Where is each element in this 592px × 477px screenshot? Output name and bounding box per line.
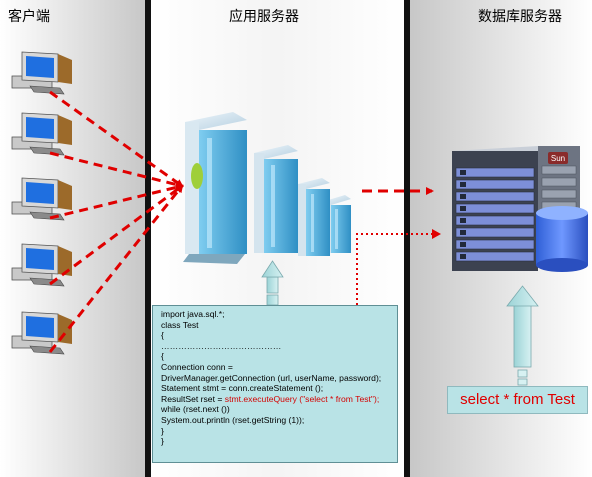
query-trace-arrow [356, 233, 436, 395]
client-computer-icon [11, 112, 72, 156]
code-line: Connection conn = [161, 361, 233, 372]
code-line: class Test [161, 319, 199, 330]
client-computer-icon [11, 177, 72, 221]
rack-slot [455, 167, 535, 178]
client-request-arrow [49, 90, 184, 188]
code-line: { [161, 351, 164, 362]
app-server-header: 应用服务器 [229, 9, 299, 25]
client-request-arrow [49, 184, 184, 286]
rack-slot [455, 191, 535, 202]
client-request-arrow [49, 183, 184, 220]
client-header: 客户端 [8, 9, 50, 25]
code-line-resultset: ResultSet rset = stmt.executeQuery ("sel… [161, 394, 397, 405]
code-line: Statement stmt = conn.createStatement ()… [161, 383, 324, 394]
code-line: } [161, 425, 164, 436]
sun-logo-icon [548, 152, 568, 164]
client-request-arrow [48, 184, 184, 353]
db-server-header: 数据库服务器 [478, 9, 562, 25]
rack-slot [455, 239, 535, 250]
code-line: { [161, 330, 164, 341]
client-computers [11, 51, 72, 355]
sql-to-db-arrow [506, 285, 539, 386]
right-divider [404, 0, 410, 477]
rack-slot [455, 227, 535, 238]
client-computer-icon [11, 243, 72, 287]
query-trace-arrowhead [432, 229, 441, 239]
code-line: } [161, 436, 164, 447]
client-computer-icon [11, 51, 72, 95]
client-request-arrow [49, 151, 184, 189]
rack-slot [455, 215, 535, 226]
code-line: import java.sql.*; [161, 309, 225, 319]
sql-query-label: select * from Test [447, 386, 588, 414]
server-badge-text: Sun [551, 154, 565, 163]
rack-slot [455, 203, 535, 214]
rack-slot [455, 251, 535, 262]
code-listing-panel: import java.sql.*; class Test { ……………………… [152, 305, 398, 463]
database-cylinder-icon [536, 206, 588, 272]
left-divider [145, 0, 151, 477]
code-execute-query: stmt.executeQuery ("select * from Test")… [224, 393, 380, 404]
code-line: while (rset.next ()) [161, 404, 230, 415]
code-line: …………………………………… [161, 340, 282, 351]
rack-slot [455, 179, 535, 190]
code-resultset-prefix: ResultSet rset = [161, 393, 225, 404]
app-server-icon [183, 112, 351, 264]
code-line: System.out.println (rset.getString (1)); [161, 414, 305, 425]
client-request-arrows [48, 90, 184, 353]
code-to-server-arrow [261, 260, 284, 306]
code-line: DriverManager.getConnection (url, userNa… [161, 372, 382, 383]
